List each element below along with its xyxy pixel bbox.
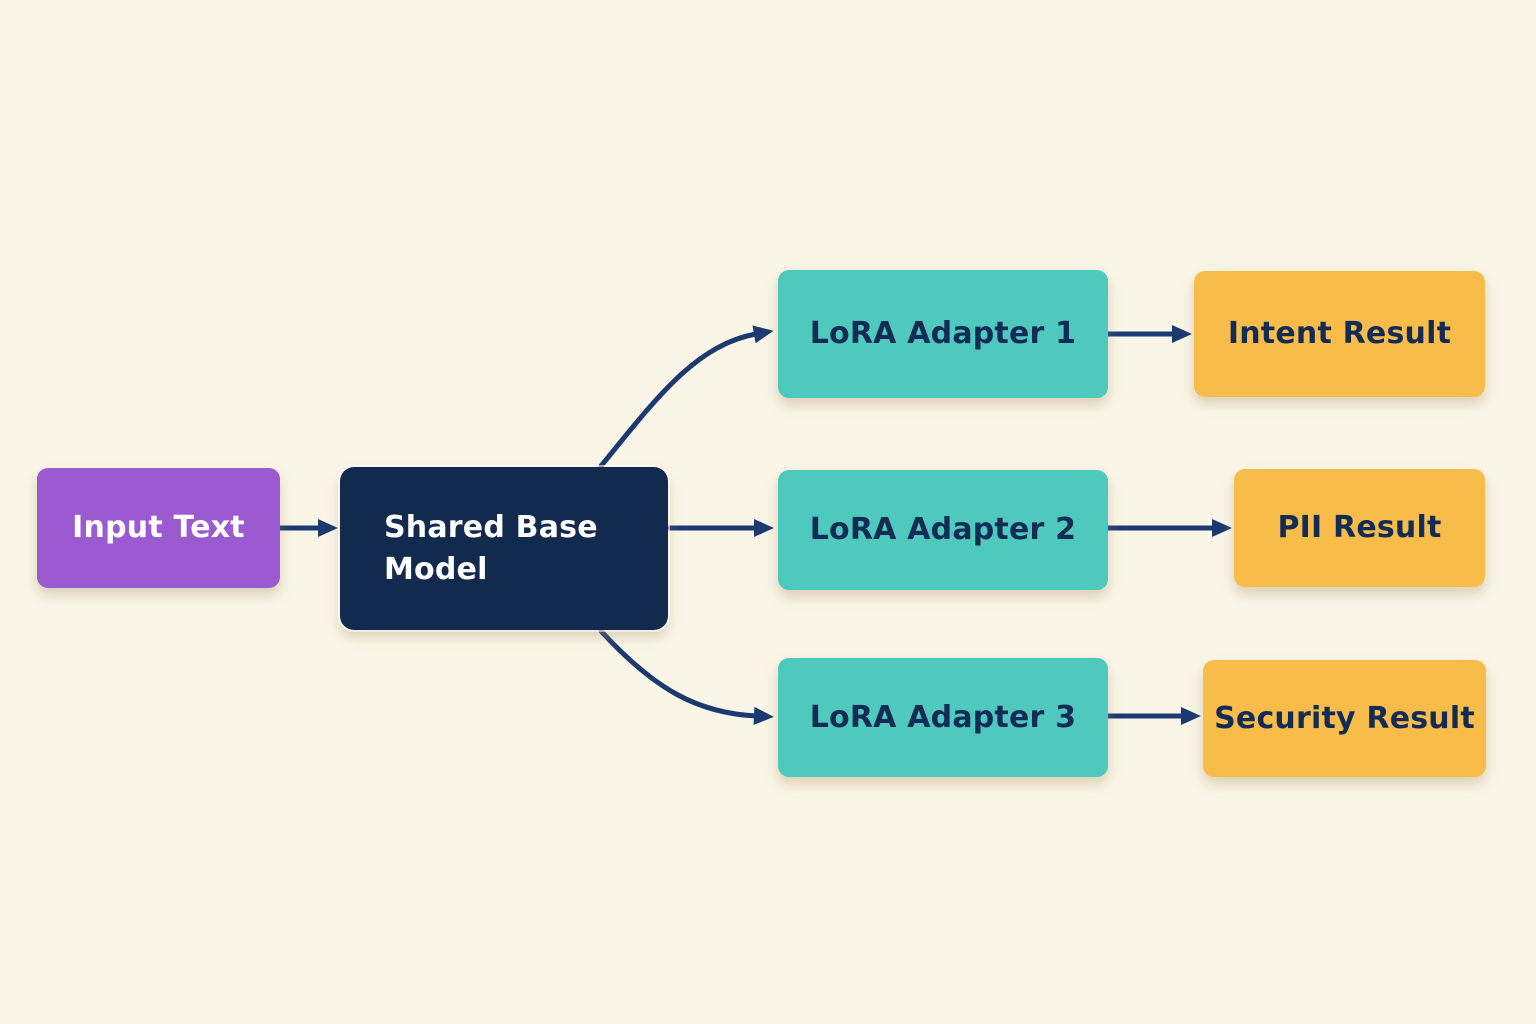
edge-shared-to-adapter3 [598, 628, 774, 725]
node-lora-adapter-2: LoRA Adapter 2 [778, 470, 1108, 590]
node-input-text-label: Input Text [72, 510, 245, 545]
node-security-result-label: Security Result [1214, 700, 1475, 736]
node-shared-base-model: Shared Base Model [338, 465, 670, 632]
node-lora-adapter-1-label: LoRA Adapter 1 [809, 316, 1077, 351]
edge-shared-to-adapter1 [598, 325, 774, 469]
node-shared-base-model-label: Shared Base Model [384, 509, 598, 587]
node-pii-result-label: PII Result [1277, 510, 1442, 545]
node-intent-result-label: Intent Result [1227, 316, 1452, 351]
node-lora-adapter-2-label: LoRA Adapter 2 [809, 512, 1077, 547]
node-pii-result: PII Result [1234, 469, 1485, 587]
node-lora-adapter-3: LoRA Adapter 3 [778, 658, 1108, 777]
node-lora-adapter-1: LoRA Adapter 1 [778, 270, 1108, 398]
node-input-text: Input Text [37, 468, 280, 588]
node-lora-adapter-3-label: LoRA Adapter 3 [809, 699, 1077, 735]
node-security-result: Security Result [1203, 660, 1486, 777]
node-intent-result: Intent Result [1194, 271, 1485, 397]
